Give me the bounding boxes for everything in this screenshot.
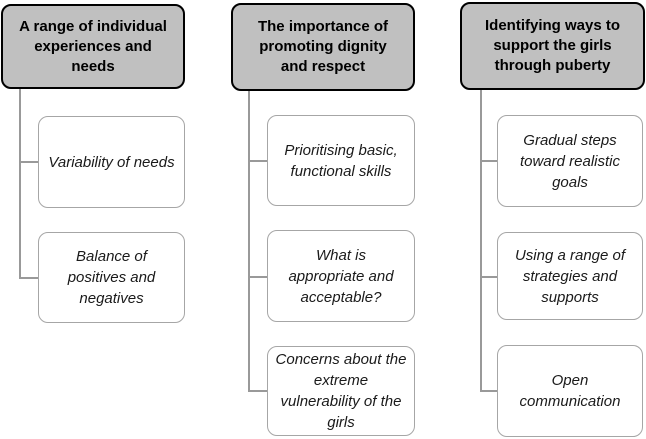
node-label: Prioritising basic, functional skills bbox=[284, 141, 398, 180]
node-balance-positives-negatives: Balance of positives and negatives bbox=[38, 232, 185, 323]
branch-header-dignity-respect: The importance of promoting dignity and … bbox=[231, 3, 415, 91]
branch-header-label: The importance of promoting dignity and … bbox=[257, 18, 388, 75]
node-label: Concerns about the extreme vulnerability… bbox=[275, 351, 407, 431]
branch-header-label: A range of individual experiences and ne… bbox=[19, 17, 167, 75]
connector-stub bbox=[248, 160, 267, 162]
connector-stub bbox=[480, 160, 497, 162]
connector-stub bbox=[248, 390, 267, 392]
node-prioritising-basic-skills: Prioritising basic, functional skills bbox=[267, 115, 415, 206]
connector-stub bbox=[480, 276, 497, 278]
connector-vertical-line bbox=[248, 91, 250, 391]
connector-vertical-line bbox=[19, 89, 21, 278]
node-label: Using a range of strategies and supports bbox=[514, 246, 626, 306]
branch-header-individual-experiences: A range of individual experiences and ne… bbox=[1, 4, 185, 89]
connector-vertical-line bbox=[480, 90, 482, 391]
node-extreme-vulnerability: Concerns about the extreme vulnerability… bbox=[267, 346, 415, 436]
node-label: What is appropriate and acceptable? bbox=[288, 246, 394, 306]
connector-stub bbox=[248, 276, 267, 278]
branch-header-support-through-puberty: Identifying ways to support the girls th… bbox=[460, 2, 645, 90]
node-range-of-strategies: Using a range of strategies and supports bbox=[497, 232, 643, 320]
connector-stub bbox=[480, 390, 497, 392]
node-label: Variability of needs bbox=[48, 153, 175, 171]
node-appropriate-acceptable: What is appropriate and acceptable? bbox=[267, 230, 415, 322]
node-label: Balance of positives and negatives bbox=[67, 248, 156, 307]
node-variability-of-needs: Variability of needs bbox=[38, 116, 185, 208]
node-label: Open communication bbox=[519, 372, 621, 410]
node-open-communication: Open communication bbox=[497, 345, 643, 437]
branch-header-label: Identifying ways to support the girls th… bbox=[484, 17, 620, 74]
node-gradual-steps: Gradual steps toward realistic goals bbox=[497, 115, 643, 207]
connector-stub bbox=[19, 161, 38, 163]
node-label: Gradual steps toward realistic goals bbox=[519, 131, 621, 191]
connector-stub bbox=[19, 277, 38, 279]
